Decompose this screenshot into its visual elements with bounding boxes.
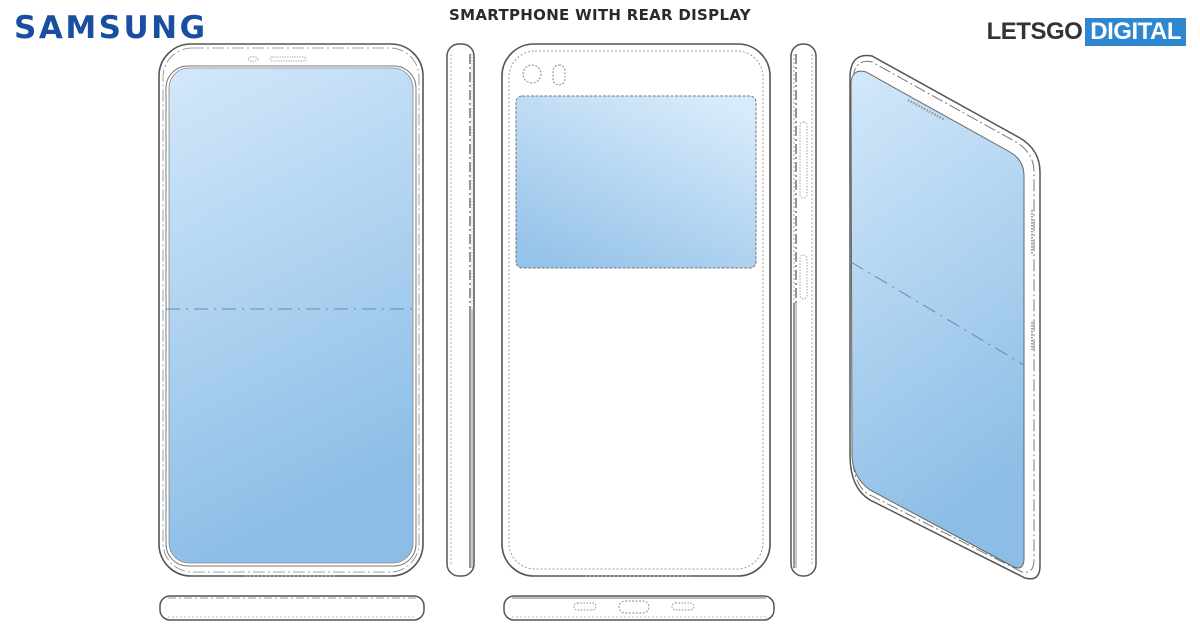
power-button-icon <box>799 254 808 300</box>
rear-display <box>515 95 757 269</box>
letsgodigital-logo: LETSGO DIGITAL <box>987 18 1186 46</box>
front-view <box>158 43 424 577</box>
front-camera-icon <box>247 56 259 62</box>
page-title: SMARTPHONE WITH REAR DISPLAY <box>449 6 751 24</box>
rear-camera-icon <box>522 64 542 84</box>
bottom-view-front <box>159 595 425 621</box>
left-side-view <box>446 43 475 577</box>
flash-icon <box>552 64 566 86</box>
earpiece-speaker-icon <box>907 98 946 122</box>
bottom-view-rear <box>503 595 775 621</box>
right-side-view <box>790 43 817 577</box>
volume-button-icon <box>799 121 808 199</box>
digital-text: DIGITAL <box>1085 18 1186 46</box>
rear-view <box>501 43 771 577</box>
letsgo-text: LETSGO <box>986 18 1083 45</box>
samsung-logo: SAMSUNG <box>14 10 208 46</box>
speaker-grille-icon <box>573 602 597 611</box>
microphone-icon <box>671 602 695 611</box>
fold-line-perspective <box>850 261 1025 366</box>
earpiece-speaker-icon <box>269 56 307 62</box>
perspective-view <box>849 54 1041 580</box>
usb-port-icon <box>618 600 650 614</box>
